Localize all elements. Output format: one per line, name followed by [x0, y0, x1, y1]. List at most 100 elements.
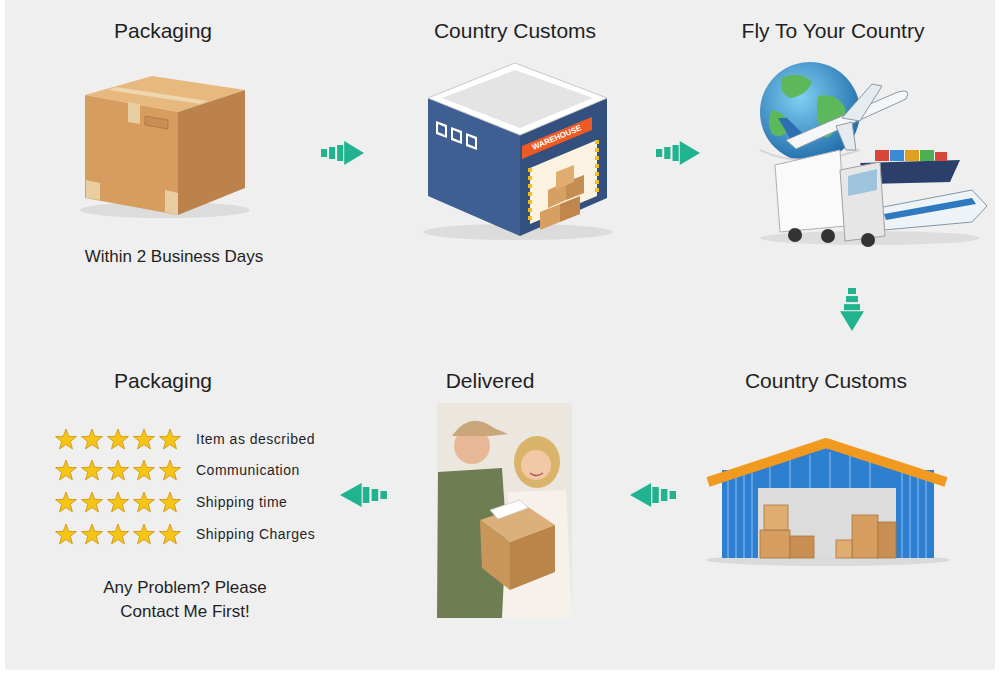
arrow-bar: [652, 487, 658, 503]
warehouse-building-part: [595, 140, 599, 196]
rating-stars-part: [82, 492, 103, 512]
arrow-bar: [848, 288, 856, 294]
rating-stars-part: [56, 524, 77, 544]
arrow-head: [340, 483, 362, 507]
delivery-photo: [437, 403, 572, 618]
arrow-head: [840, 311, 864, 331]
rating-label: Communication: [196, 462, 300, 479]
flow-step: Delivered: [388, 355, 630, 627]
customs-warehouse-part-part: [829, 452, 831, 488]
transport-globe-part: [861, 233, 875, 247]
warehouse-building-part: [556, 165, 574, 190]
rating-stars-part: [56, 460, 77, 480]
delivery-photo-part: [521, 450, 551, 480]
warehouse-building-part: [453, 130, 460, 141]
delivery-photo-part: [480, 520, 510, 590]
cardboard-box-part: [85, 95, 178, 215]
transport-globe-part: [786, 91, 908, 149]
step-title: Country Customs: [745, 368, 907, 393]
warehouse-building-part: [438, 124, 445, 135]
warehouse-building-part: [528, 168, 532, 224]
warehouse-building-part: [468, 136, 475, 147]
customs-warehouse-part: [708, 443, 946, 482]
arrow-bar: [664, 147, 670, 159]
customs-warehouse-part: [758, 488, 896, 558]
warehouse-building-part: [540, 204, 560, 230]
arrow-bar: [380, 491, 387, 499]
rating-stars-part: [134, 460, 155, 480]
transport-globe-part: [890, 150, 904, 161]
rating-stars-part: [134, 524, 155, 544]
cardboard-box-part: [128, 102, 140, 124]
customs-warehouse-part-part: [743, 472, 745, 558]
arrow-bar: [337, 145, 343, 161]
warehouse-building-part: [560, 196, 580, 222]
transport-globe-part: [875, 150, 889, 161]
customs-warehouse: [706, 443, 950, 566]
step-title: Packaging: [114, 368, 212, 393]
delivery-photo-part: [437, 403, 572, 618]
rating-stars-part: [56, 492, 77, 512]
warehouse-building-part: [442, 70, 593, 128]
rating-stars-part: [108, 460, 129, 480]
transport-globe-part: [778, 118, 802, 138]
arrow-head: [630, 483, 651, 507]
rating-stars-part: [160, 429, 181, 449]
flow-step: Fly To Your Country: [700, 10, 992, 287]
transport-globe-part: [781, 75, 812, 98]
delivery-photo-part: [490, 500, 528, 519]
customs-warehouse-part-part: [727, 476, 729, 558]
arrow-bar: [670, 491, 676, 499]
warehouse-building: [423, 63, 613, 240]
customs-warehouse-part: [878, 522, 896, 558]
customs-warehouse-part-part: [769, 465, 771, 488]
arrow-head: [344, 141, 364, 165]
customs-warehouse-part-part: [789, 460, 791, 488]
customs-warehouse-part-part: [849, 456, 851, 488]
customs-warehouse-part: [836, 540, 852, 558]
rating-stars-part: [160, 492, 181, 512]
transport-globe-part: [848, 169, 877, 196]
rating-stars-part: [134, 492, 155, 512]
step-title: Fly To Your Country: [742, 18, 925, 43]
flow-arrow: [840, 288, 864, 331]
customs-warehouse-part-part: [901, 468, 903, 558]
transport-globe: [760, 62, 987, 247]
flow-step: Country Customs: [364, 10, 655, 250]
flow-step: Country Customs: [677, 331, 952, 576]
customs-warehouse-part: [852, 515, 878, 558]
delivery-photo-part: [514, 436, 560, 488]
step-note: Any Problem? Please Contact Me First!: [78, 576, 293, 624]
arrow-bar: [846, 296, 858, 302]
flow-step: PackagingItem as describedCommunicationS…: [45, 355, 340, 628]
customs-warehouse-part: [764, 505, 788, 530]
customs-warehouse-part-part: [809, 455, 811, 488]
customs-warehouse-part: [790, 536, 814, 558]
transport-globe-part: [842, 84, 882, 121]
flow-arrow: [321, 141, 364, 165]
cardboard-box-part: [86, 180, 100, 200]
warehouse-building-part: [466, 133, 477, 150]
rating-stars-part: [108, 492, 129, 512]
arrow-bar: [363, 487, 370, 503]
transport-globe-part: [821, 229, 835, 243]
transport-globe-part: [840, 162, 885, 241]
step-note: Within 2 Business Days: [85, 247, 264, 267]
cardboard-box-part: [108, 87, 208, 104]
step-title: Packaging: [114, 18, 212, 43]
customs-warehouse-part: [760, 530, 790, 558]
transport-globe-part: [788, 228, 802, 242]
transport-globe-part: [884, 198, 976, 220]
flow-arrow: [630, 483, 676, 507]
arrow-head: [680, 141, 700, 165]
rating-stars-part: [108, 429, 129, 449]
warehouse-building-part: [451, 127, 462, 144]
arrow-bar: [321, 149, 327, 157]
flow-arrow: [656, 141, 700, 165]
customs-warehouse-part-part: [735, 474, 737, 558]
warehouse-building-part: [436, 121, 447, 138]
rating-stars-part: [160, 460, 181, 480]
cardboard-box: [80, 76, 250, 218]
rating-stars-part: [82, 524, 103, 544]
rating-stars-part: [108, 524, 129, 544]
